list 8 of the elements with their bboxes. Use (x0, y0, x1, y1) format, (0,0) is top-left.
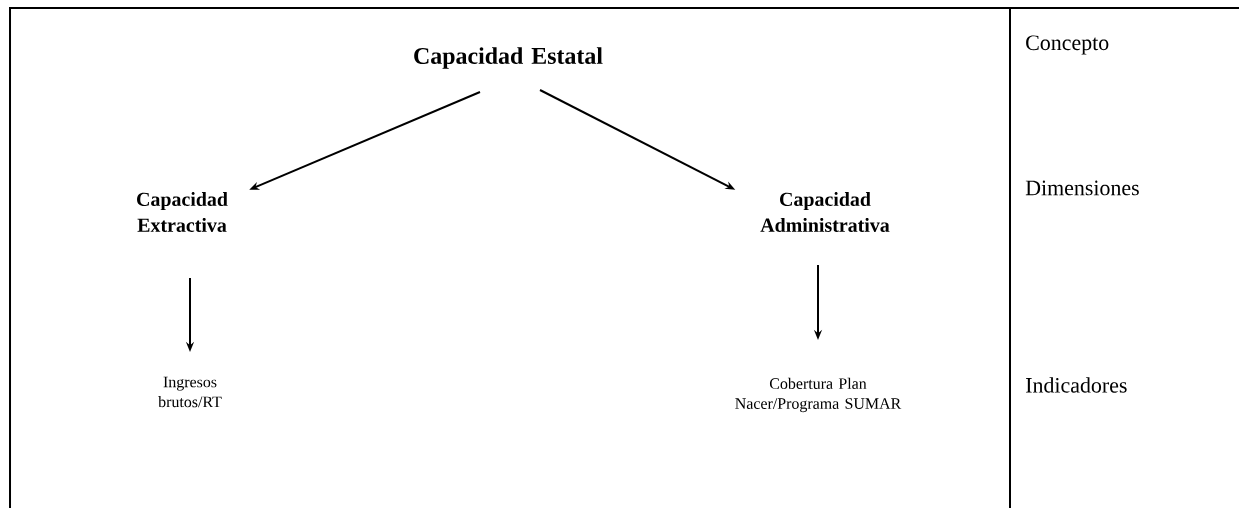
row-label: Dimensiones (1025, 180, 1139, 196)
row-label: Concepto (1026, 35, 1109, 55)
concept-title: Capacidad Estatal (414, 47, 603, 69)
dimension-label: Capacidad Administrativa (760, 192, 890, 232)
dimension-label: Capacidad Extractiva (137, 192, 228, 232)
indicator-label: Ingresos brutos/RT (158, 376, 222, 408)
indicator-label: Cobertura Plan Nacer/Programa SUMAR (735, 377, 902, 413)
row-label: Indicadores (1026, 377, 1127, 393)
